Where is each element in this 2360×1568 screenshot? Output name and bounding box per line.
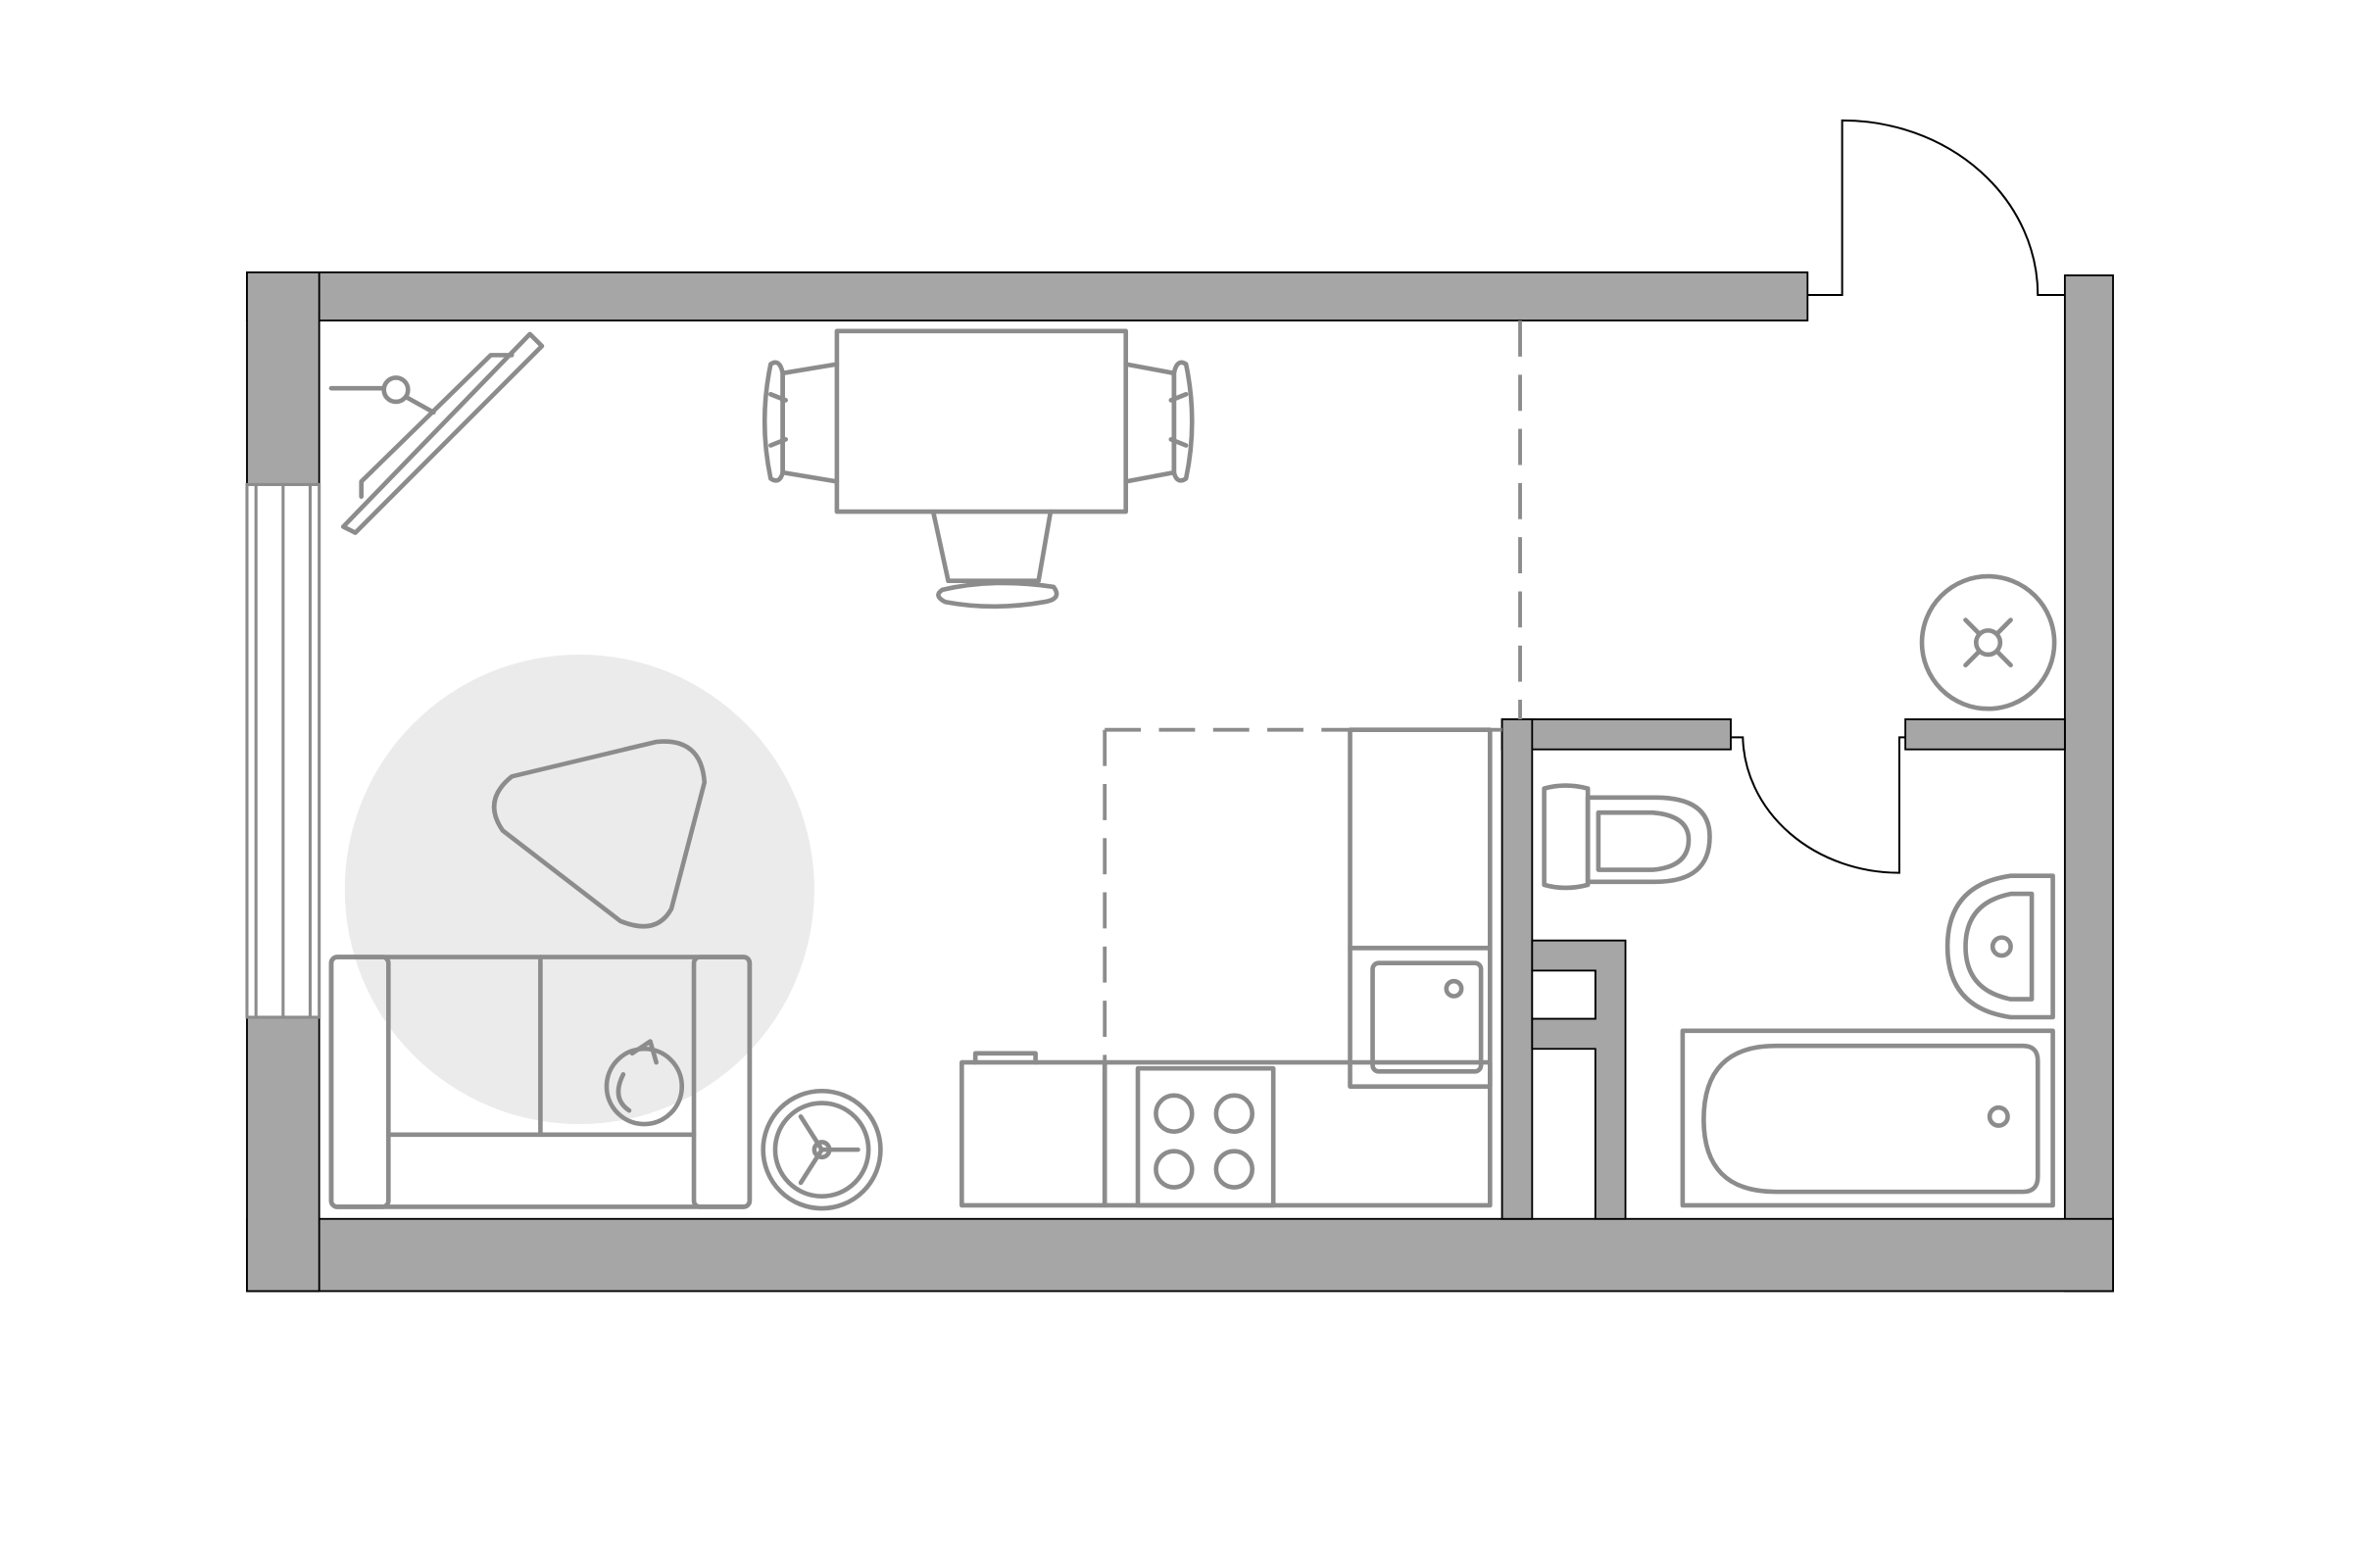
kitchen-sink-icon [1370,960,1484,1074]
washbasin-icon [1944,873,2055,1020]
chair-icon [762,360,840,484]
robot-vacuum-icon [761,1088,883,1211]
floor-lamp-icon [328,331,545,535]
bathtub-icon [1680,1028,2055,1208]
coffee-table-icon [491,739,708,929]
floor-drain-icon [1919,573,2057,711]
toilet-icon [1542,783,1712,891]
zone-divider [1103,320,1522,1063]
door-icon[interactable] [1807,119,2065,296]
kitchen-counter [959,727,1493,1208]
cat-icon [604,1039,685,1127]
bathroom-door-icon[interactable] [1730,736,1906,874]
shaft-box [1531,969,1597,1020]
dining-table-icon [834,328,1129,514]
stove-icon [1135,1065,1276,1208]
chair-icon [930,509,1059,610]
sofa-icon [328,955,753,1209]
window-icon [245,482,321,1019]
chair-icon [1123,360,1195,484]
